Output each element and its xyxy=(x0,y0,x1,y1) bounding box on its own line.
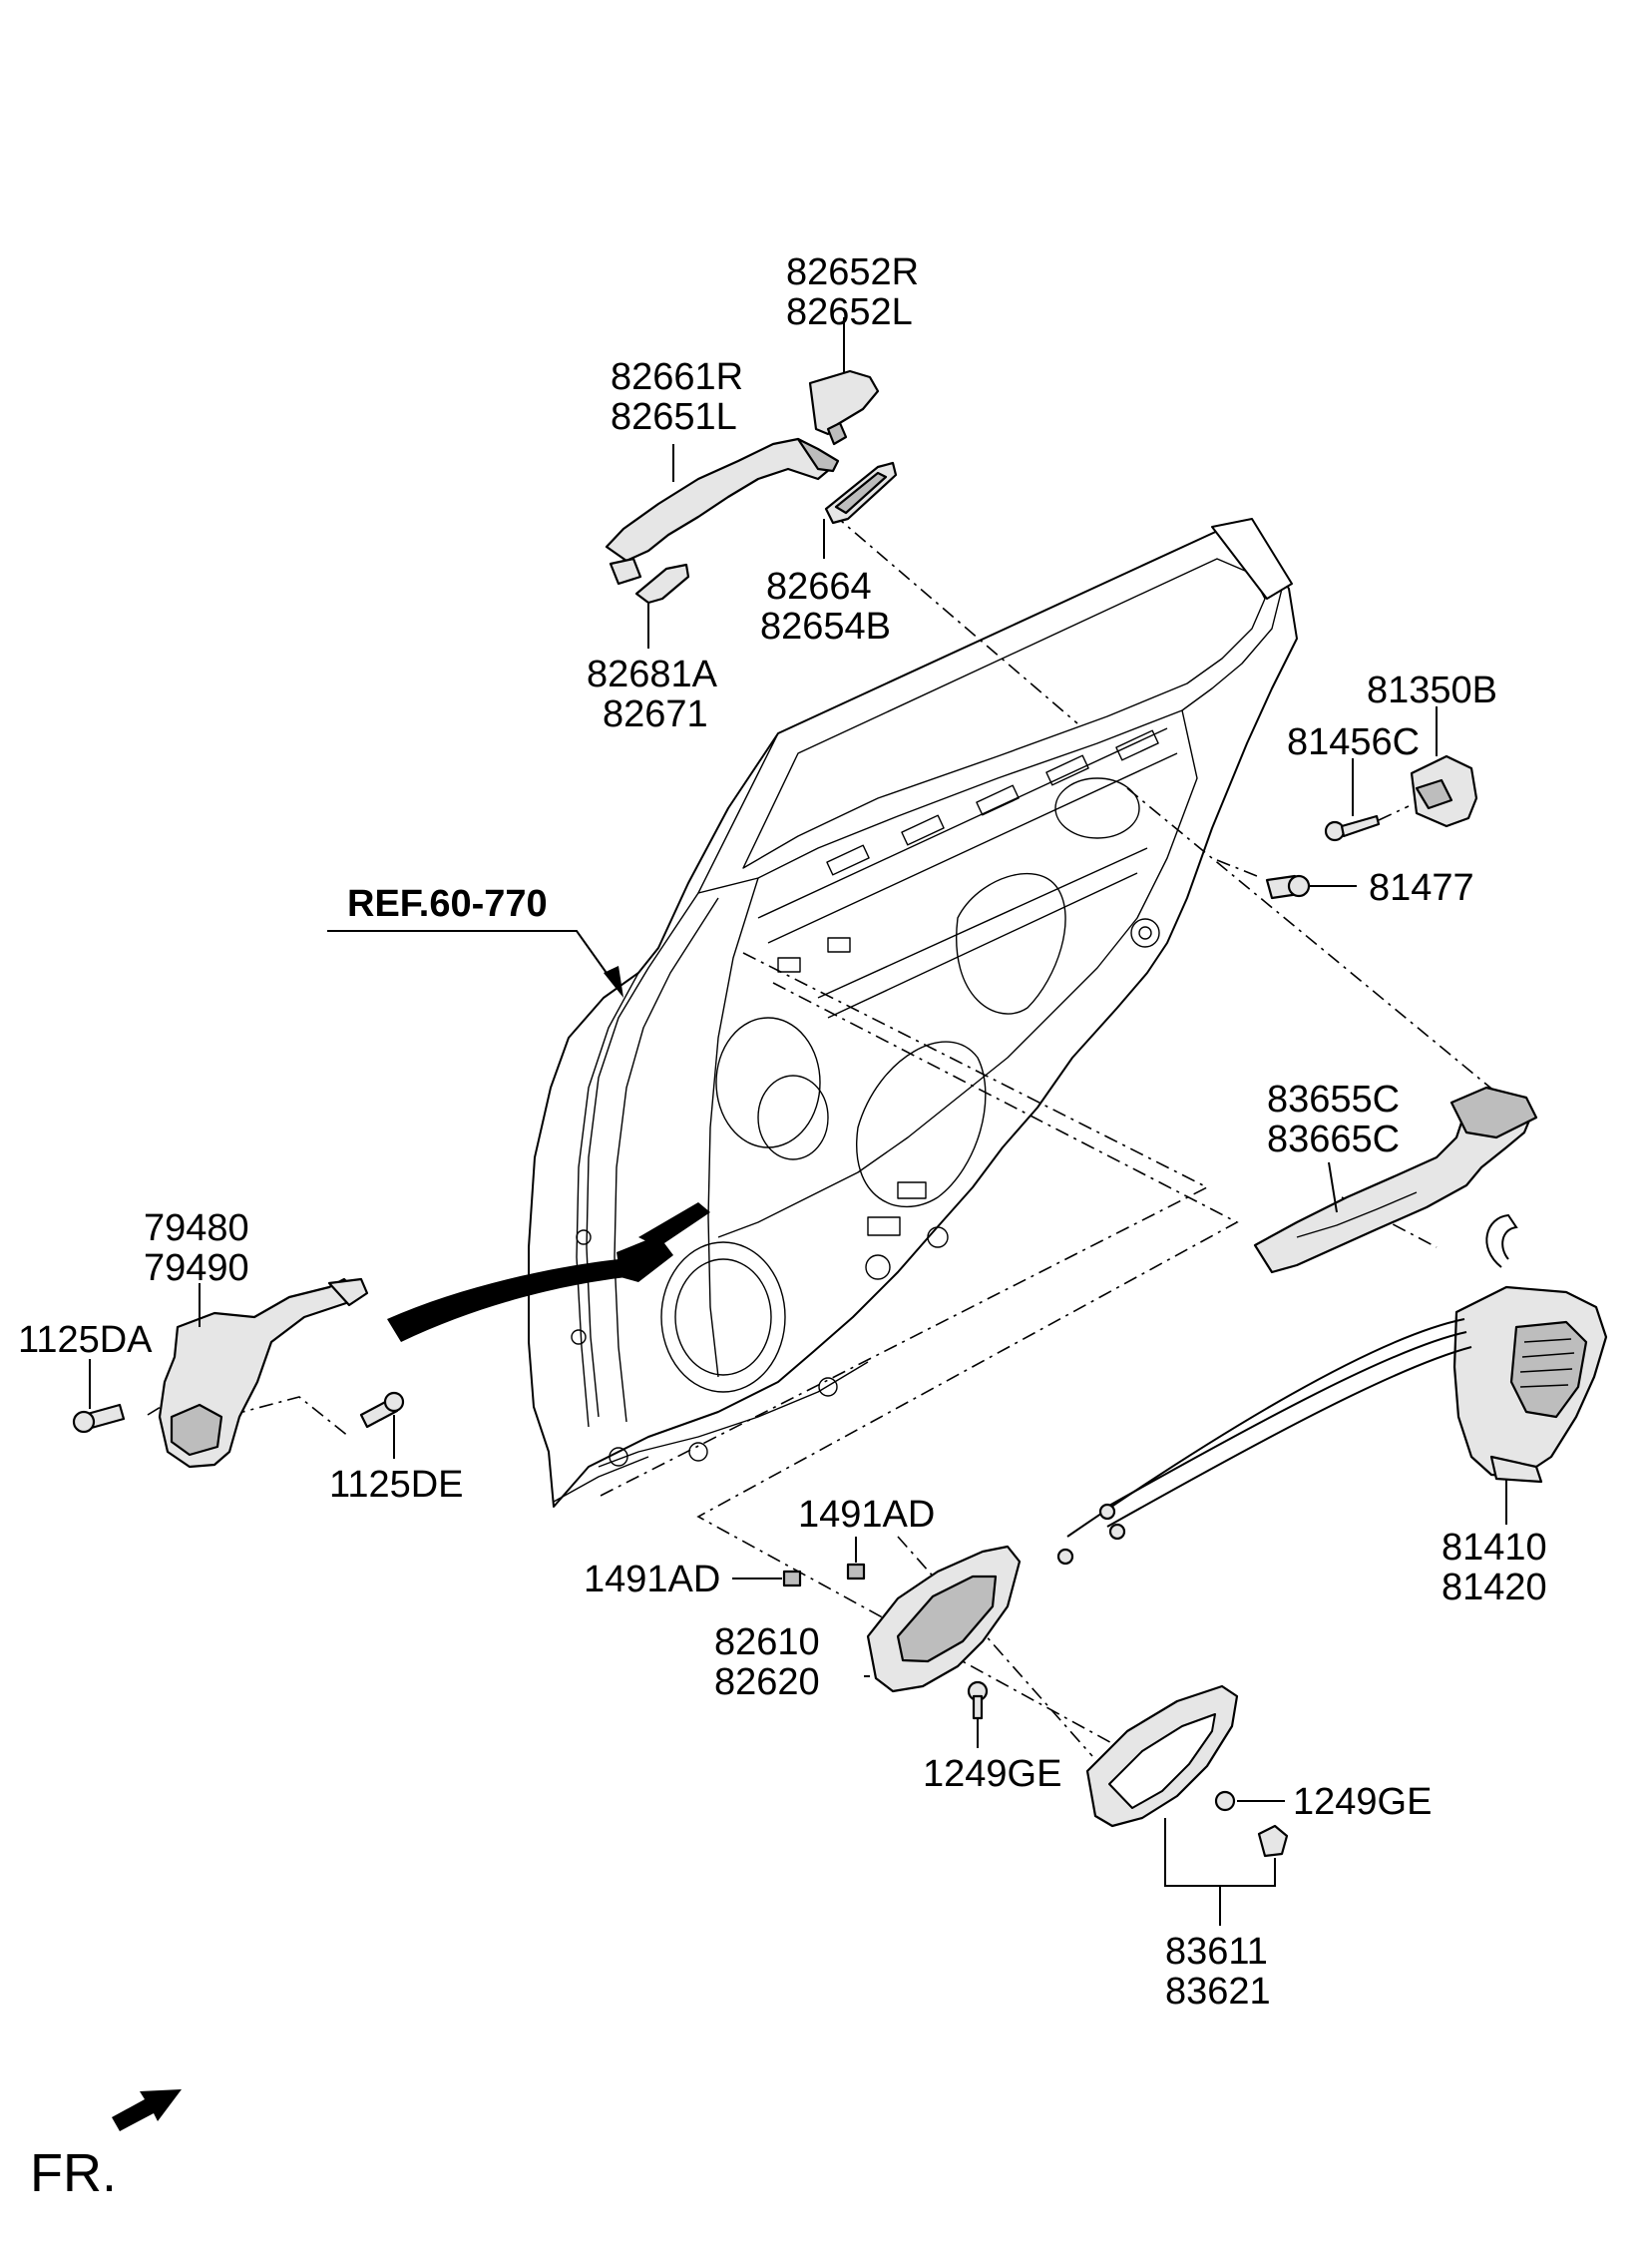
label-79490: 79490 xyxy=(144,1247,249,1289)
label-82610: 82610 xyxy=(714,1621,820,1663)
label-83611: 83611 xyxy=(1165,1931,1268,1973)
label-1249GE-a: 1249GE xyxy=(923,1753,1061,1795)
part-1249GE-screw-a xyxy=(967,1680,989,1748)
label-1491AD-b: 1491AD xyxy=(584,1559,720,1600)
part-83655C-handle-frame xyxy=(1253,1086,1538,1274)
label-81350B: 81350B xyxy=(1367,670,1497,711)
label-79480: 79480 xyxy=(144,1207,249,1249)
label-1125DE: 1125DE xyxy=(329,1464,464,1506)
part-1249GE-screw-b xyxy=(1214,1790,1285,1812)
label-81410: 81410 xyxy=(1442,1527,1547,1569)
part-82664-handle-gasket xyxy=(823,461,898,559)
part-82610-inside-handle xyxy=(864,1545,1022,1693)
part-81456C-striker-screw xyxy=(1324,758,1410,842)
label-ref-60-770: REF.60-770 xyxy=(347,883,548,925)
part-82661R-outside-handle xyxy=(605,437,840,586)
part-81477-bolt xyxy=(1216,859,1357,900)
label-82652L: 82652L xyxy=(786,291,913,333)
label-1491AD-a: 1491AD xyxy=(798,1494,935,1536)
label-82661R: 82661R xyxy=(611,356,743,398)
label-81456C: 81456C xyxy=(1287,721,1420,763)
label-1249GE-b: 1249GE xyxy=(1293,1781,1432,1823)
label-82681A: 82681A xyxy=(587,654,718,695)
label-82620: 82620 xyxy=(714,1661,820,1703)
label-81420: 81420 xyxy=(1442,1567,1547,1608)
part-1125DA-bolt xyxy=(72,1359,126,1434)
check-strap-bracket-on-door xyxy=(617,1235,673,1282)
check-strap-insert-arrow xyxy=(387,1259,626,1342)
part-1491AD-clip-b xyxy=(732,1570,802,1587)
part-1491AD-clip-a xyxy=(846,1537,866,1580)
label-82654B: 82654B xyxy=(760,606,891,648)
part-82652-handle-cap xyxy=(808,317,880,446)
part-81410-door-latch xyxy=(1056,1213,1608,1566)
label-82652R: 82652R xyxy=(786,251,919,293)
label-82664: 82664 xyxy=(766,566,872,608)
label-81477: 81477 xyxy=(1369,867,1474,909)
label-82671: 82671 xyxy=(603,693,708,735)
part-79480-door-checker xyxy=(158,1277,369,1469)
label-82651L: 82651L xyxy=(611,396,737,438)
label-83665C: 83665C xyxy=(1267,1119,1400,1160)
part-1125DE-bolt xyxy=(359,1391,405,1459)
front-direction-arrow-icon xyxy=(112,2089,182,2131)
part-81350B-door-striker xyxy=(1410,706,1478,828)
label-1125DA: 1125DA xyxy=(18,1319,153,1361)
part-83611-inside-handle-bezel xyxy=(1085,1684,1289,1926)
assembly-dash-lines xyxy=(147,513,1497,1757)
rear-door-panel xyxy=(528,518,1298,1508)
ref-leader xyxy=(327,930,623,998)
label-front-direction: FR. xyxy=(30,2143,117,2203)
label-83655C: 83655C xyxy=(1267,1079,1400,1121)
label-83621: 83621 xyxy=(1165,1971,1271,2013)
part-82681A-gasket-front xyxy=(634,563,690,649)
